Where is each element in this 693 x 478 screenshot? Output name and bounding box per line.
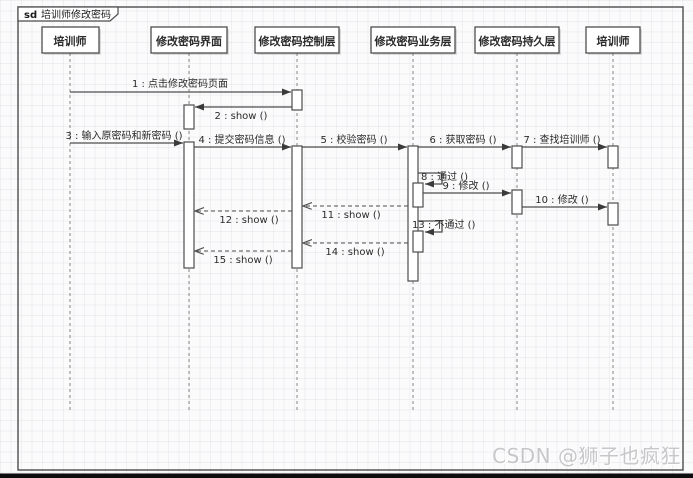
message-label-8: 8 : 通过 () [421,170,468,183]
lifeline-label-trainer-entity: 培训师 [597,34,630,48]
activation-business-main [407,145,419,282]
message-label-5: 5 : 校验密码 () [320,133,387,146]
message-label-10: 10 : 修改 () [535,193,589,206]
activation-business-nested-13 [412,230,424,253]
activation-persistence-1 [511,145,523,169]
message-label-1: 1 : 点击修改密码页面 [132,77,228,90]
activation-persistence-2 [511,189,523,215]
activation-entity-1 [607,145,619,169]
activation-controller-2 [291,145,303,269]
activation-business-nested-8 [412,182,424,208]
frame-border [17,6,684,471]
frame-title: 培训师修改密码 [41,8,111,21]
activation-ui-1 [183,104,195,130]
message-label-7: 7 : 查找培训师 () [523,133,600,146]
lifeline-label-controller-layer: 修改密码控制层 [258,34,336,48]
bottom-window-edge [0,473,693,478]
lifeline-label-ui-layer: 修改密码界面 [155,34,222,48]
lifeline-label-trainer-actor: 培训师 [54,34,87,48]
message-label-15: 15 : show () [213,255,272,266]
csdn-watermark: CSDN @狮子也疯狂 [492,444,681,468]
message-label-3: 3 : 输入原密码和新密码 () [65,129,182,142]
lifeline-head-controller-layer [254,26,340,54]
message-label-9: 9 : 修改 () [442,179,489,192]
lifeline-head-persistence-layer [474,26,560,54]
lifeline-head-trainer-actor [41,26,100,54]
message-label-2: 2 : show () [215,111,268,122]
message-label-13: 13 : 不通过 () [412,218,476,231]
frame-keyword: sd [24,10,37,21]
activation-controller-1 [291,89,303,111]
lifeline-head-business-layer [370,26,456,54]
activation-ui-2 [183,141,195,269]
message-line-13 [418,220,443,236]
message-label-4: 4 : 提交密码信息 () [198,133,285,146]
lifeline-label-business-layer: 修改密码业务层 [374,34,452,48]
message-label-12: 12 : show () [219,215,278,226]
lifeline-head-ui-layer [150,26,228,54]
message-label-11: 11 : show () [321,210,380,221]
message-label-14: 14 : show () [325,247,384,258]
activation-entity-2 [607,202,619,226]
message-line-8 [418,172,443,188]
lifeline-label-persistence-layer: 修改密码持久层 [478,34,556,48]
frame-name-tab [17,6,119,22]
message-label-6: 6 : 获取密码 () [429,133,496,146]
lifeline-head-trainer-entity [585,26,641,54]
